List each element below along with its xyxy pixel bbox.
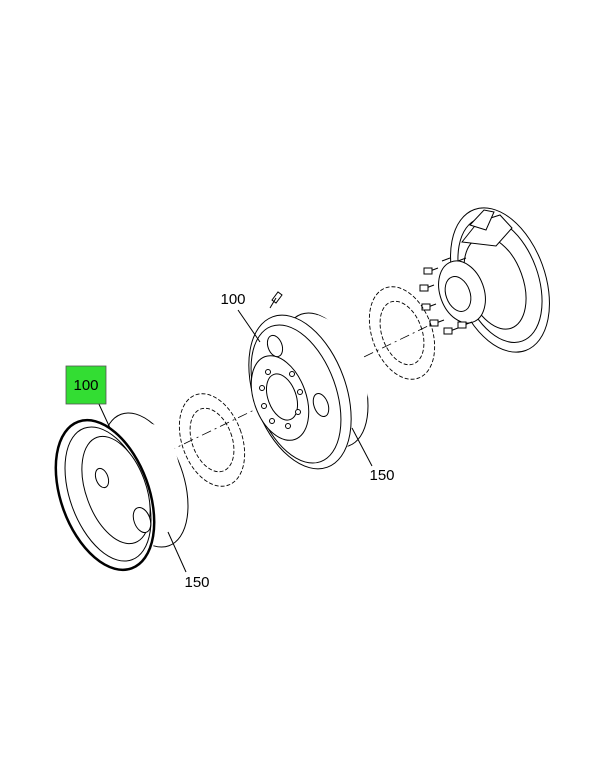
- callout-inner-wheel-top[interactable]: 100: [220, 291, 245, 308]
- valve-stem[interactable]: [269, 291, 283, 309]
- leader-lines: [97, 309, 373, 573]
- stud-nuts: [419, 267, 467, 335]
- callout-outer-wheel-top[interactable]: 100: [73, 377, 98, 394]
- spacer-ring-lower[interactable]: [167, 385, 256, 496]
- callout-inner-wheel-bottom[interactable]: 150: [369, 467, 394, 484]
- inner-wheel[interactable]: [229, 301, 384, 483]
- hub-rotor-assembly[interactable]: [419, 194, 568, 366]
- inner-wheel-bolt-holes: [259, 369, 303, 429]
- outer-wheel[interactable]: [37, 401, 205, 583]
- callout-highlight: [65, 365, 107, 405]
- spacer-ring-upper[interactable]: [357, 278, 446, 389]
- callout-outer-wheel-bottom[interactable]: 150: [184, 574, 209, 591]
